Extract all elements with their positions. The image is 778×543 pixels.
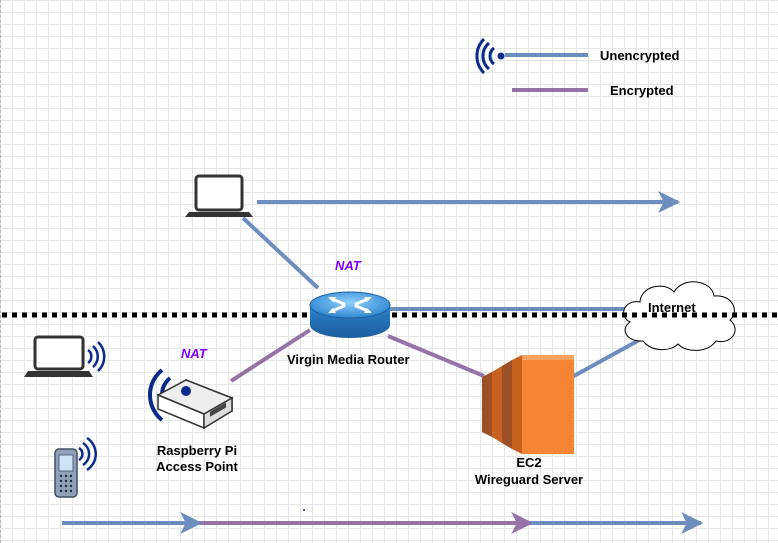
router-icon xyxy=(309,291,391,338)
connections xyxy=(229,191,681,383)
pi-label-line2: Access Point xyxy=(156,459,238,474)
ec2-label-line2: Wireguard Server xyxy=(474,472,584,487)
cloud-icon xyxy=(623,281,736,351)
page-edge xyxy=(0,0,4,543)
internet-label: Internet xyxy=(648,300,696,315)
pi-nat-label: NAT xyxy=(181,346,207,361)
mobile-phone-icon xyxy=(54,436,97,498)
legend-encrypted-label: Encrypted xyxy=(610,83,674,98)
laptop-icon xyxy=(185,174,253,217)
router-to-ec2-link xyxy=(387,334,485,378)
pi-label-line1: Raspberry Pi xyxy=(156,443,238,458)
router-label: Virgin Media Router xyxy=(287,352,410,367)
pi-to-router-link xyxy=(229,328,312,383)
ec2-instance-icon xyxy=(482,355,574,454)
legend xyxy=(475,37,588,92)
ec2-label-line1: EC2 xyxy=(516,455,542,470)
legend-unencrypted-label: Unencrypted xyxy=(600,48,680,63)
access-point-icon xyxy=(148,368,234,430)
router-nat-label: NAT xyxy=(335,258,361,273)
traffic-flow-arrow xyxy=(62,509,704,534)
laptop-to-router-link xyxy=(241,216,320,290)
wifi-signal-icon xyxy=(475,37,505,75)
laptop-wifi-icon xyxy=(24,335,106,377)
